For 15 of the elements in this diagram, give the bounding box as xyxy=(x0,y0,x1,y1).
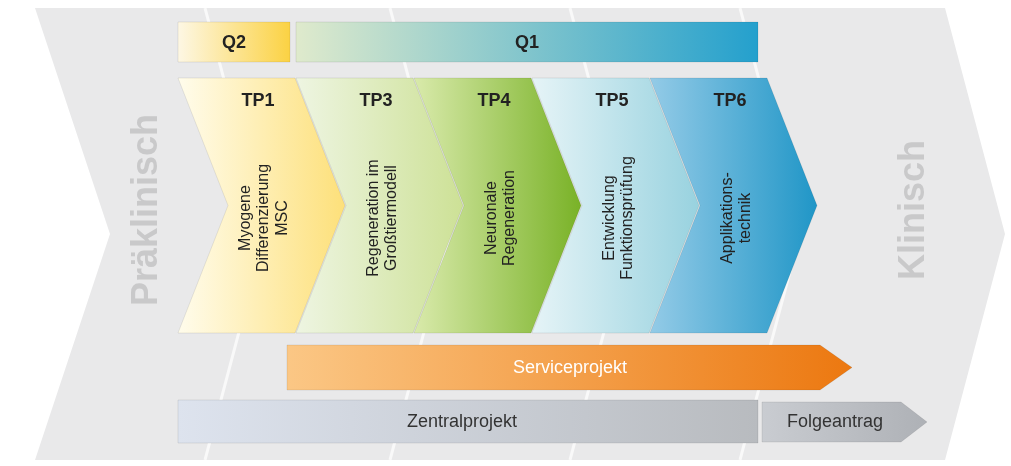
subproject-heading: TP6 xyxy=(712,90,748,111)
subproject-heading: TP4 xyxy=(476,90,512,111)
project-label: Zentralprojekt xyxy=(405,410,519,432)
subproject-title: Entwicklung Funktionsprüfung xyxy=(599,155,636,282)
project-label: Serviceprojekt xyxy=(511,356,628,378)
subproject-title: Neuronale Regeneration xyxy=(481,168,518,269)
project-label: Folgeantrag xyxy=(785,411,885,432)
subproject-heading: TP1 xyxy=(240,90,276,111)
subproject-heading: TP5 xyxy=(594,90,630,111)
period-label: Q1 xyxy=(514,32,540,53)
subproject-title: Regeneration im Großtiermodell xyxy=(363,158,400,279)
subproject-title: Applikations- technik xyxy=(717,171,754,266)
subproject-title: Myogene Differenzierung MSC xyxy=(236,162,292,275)
subproject-heading: TP3 xyxy=(358,90,394,111)
period-label: Q2 xyxy=(221,32,247,53)
